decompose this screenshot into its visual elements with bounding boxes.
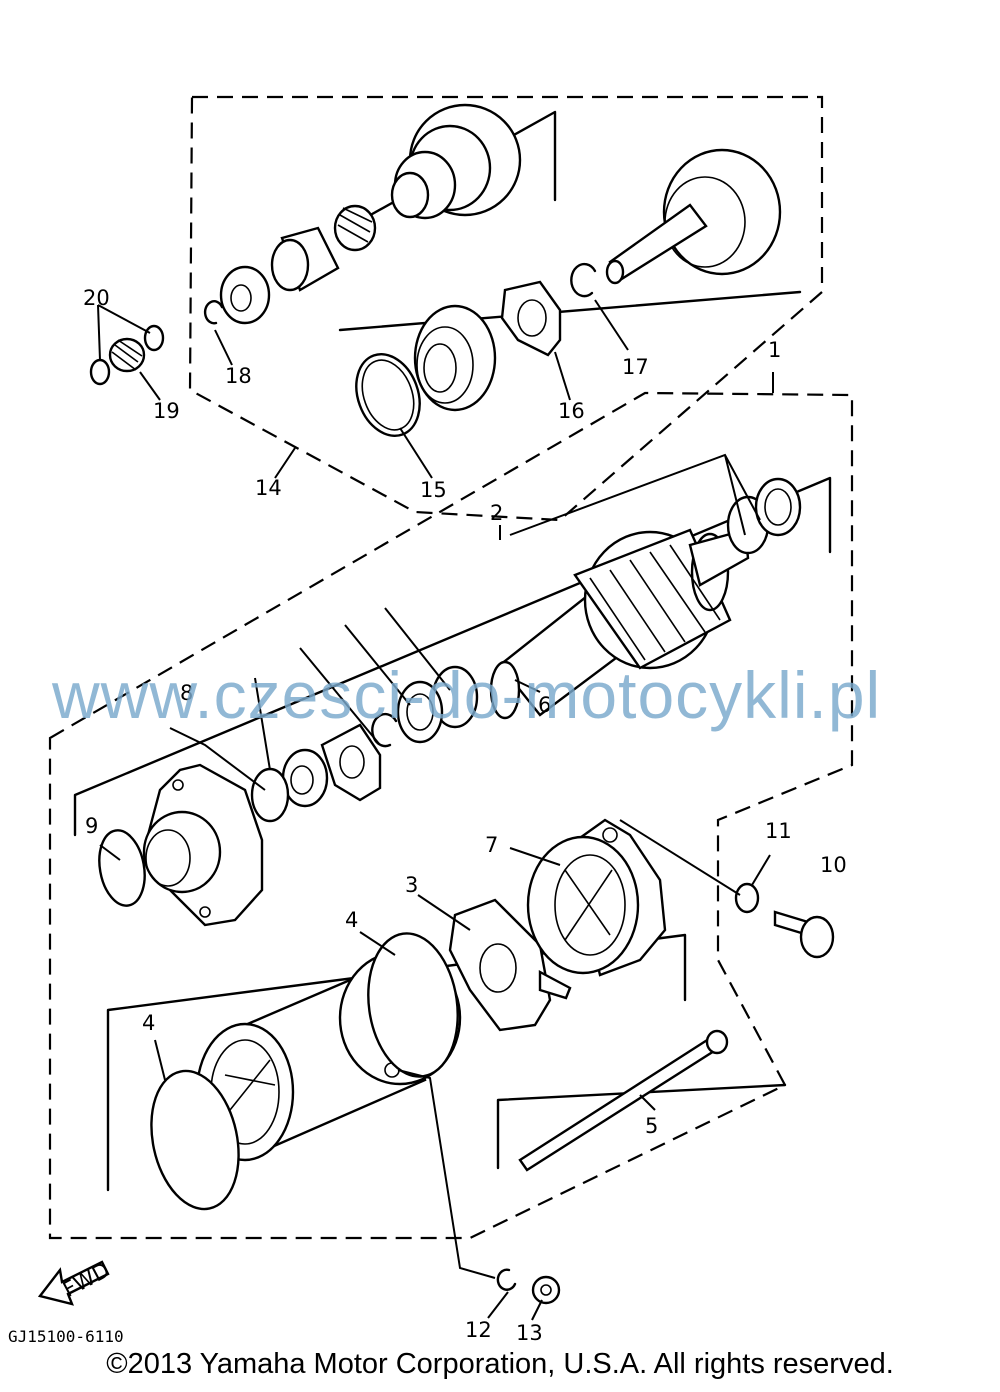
gasket-4-front [150,1069,240,1211]
washer-11 [734,882,760,914]
callout-5: 5 [645,1114,658,1138]
rear-cover-7 [526,818,667,977]
bracket-bolt [496,1083,787,1170]
lock-plate-16 [500,280,562,357]
thrust-washer-b [396,680,444,744]
bracket-clutch [338,290,802,332]
circlip-12 [496,1268,517,1291]
bearing-ring [219,265,271,325]
callout-3: 3 [405,873,418,897]
callout-18: 18 [225,364,252,388]
armature-6 [489,528,750,720]
nut-13 [531,1275,561,1305]
bracket-armature [73,476,832,837]
through-bolt-5 [518,1033,724,1172]
callout-6: 6 [538,693,551,717]
callout-1: 1 [768,338,781,362]
callout-17: 17 [622,355,649,379]
washer-20-left [89,358,111,386]
small-spring [333,204,377,252]
front-cover-8 [142,763,264,927]
callout-7: 7 [485,833,498,857]
circlip-18 [203,300,224,325]
callout-2: 2 [490,501,503,525]
assembly-1-outline [48,391,854,1240]
brush-holder-3 [448,898,572,1032]
callout-10: 10 [820,853,847,877]
overrunning-clutch [662,148,782,276]
diagram-code: GJ15100-6110 [8,1327,124,1346]
callout-9: 9 [85,814,98,838]
spring-19-group [89,324,165,386]
callout-4-rear: 4 [345,908,358,932]
copyright-notice: ©2013 Yamaha Motor Corporation, U.S.A. A… [106,1348,894,1380]
armature-washer-b [754,477,802,537]
callout-11: 11 [765,819,792,843]
fwd-label: FWD [59,1258,114,1302]
callout-15: 15 [420,478,447,502]
drive-gear-parts [219,103,522,325]
callout-16: 16 [558,399,585,423]
callout-13: 13 [516,1321,543,1345]
watermark-text: www.czesci-do-motocykli.pl [51,658,881,732]
callout-12: 12 [465,1318,492,1342]
washer-20-right [143,324,165,352]
armature-circlip [371,712,398,748]
oil-seal [281,748,329,808]
callout-14: 14 [255,476,282,500]
assembly-14-outline [188,95,824,522]
callout-20: 20 [83,286,110,310]
lock-washer [320,723,382,802]
o-ring-9 [98,829,146,907]
callout-8: 8 [180,681,193,705]
callout-4-front: 4 [142,1011,155,1035]
circlip-17 [570,262,597,298]
clutch-parts [355,148,782,437]
callout-19: 19 [153,399,180,423]
needle-bearing [250,767,290,823]
fwd-arrow-icon: FWD [37,1258,114,1306]
